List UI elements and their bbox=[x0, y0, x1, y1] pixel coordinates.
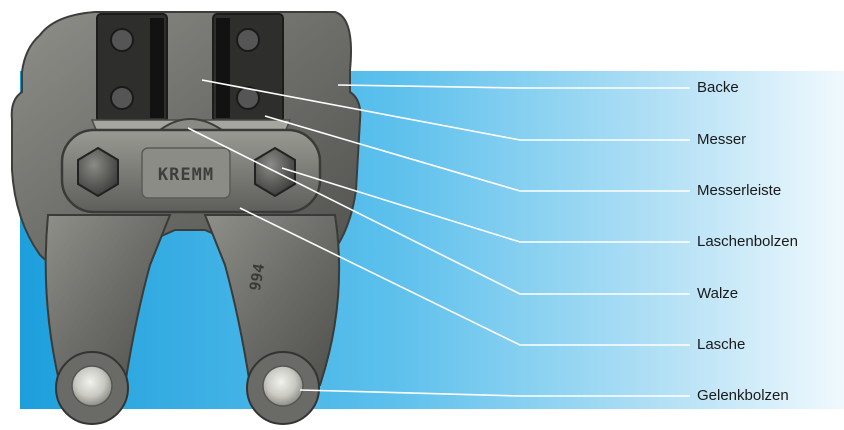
hinge-pin-right bbox=[263, 366, 303, 406]
hinge-pin-left bbox=[72, 366, 112, 406]
label-laschenbolzen: Laschenbolzen bbox=[697, 233, 798, 251]
label-walze: Walze bbox=[697, 285, 738, 303]
label-gelenkbolzen: Gelenkbolzen bbox=[697, 387, 789, 405]
label-messer: Messer bbox=[697, 131, 746, 149]
brand-stamp: KREMM bbox=[158, 165, 214, 185]
label-messerleiste: Messerleiste bbox=[697, 182, 781, 200]
label-lasche: Lasche bbox=[697, 336, 745, 354]
label-backe: Backe bbox=[697, 79, 739, 97]
